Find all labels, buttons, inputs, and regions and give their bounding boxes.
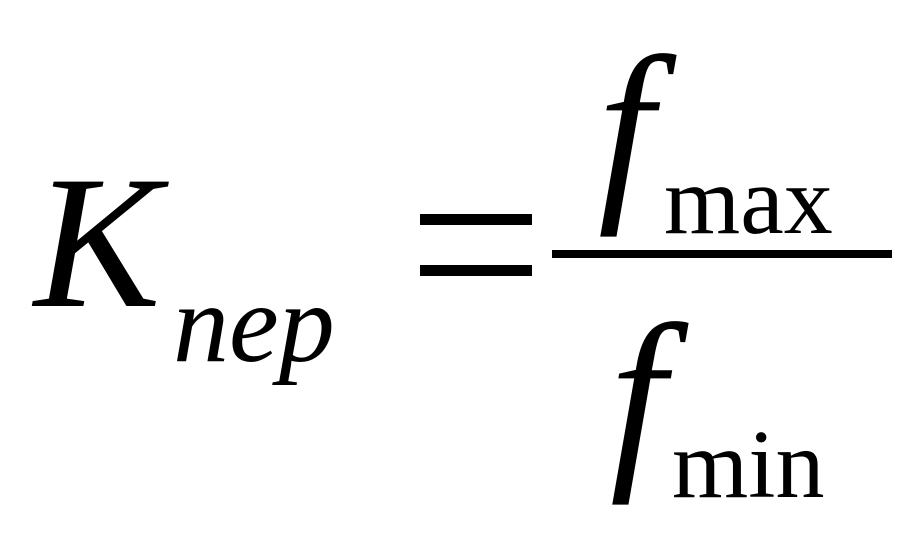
fraction-bar — [552, 250, 892, 258]
equals-bar-top — [420, 214, 532, 225]
denominator-subscript: min — [672, 411, 825, 519]
denominator-symbol: f — [610, 285, 666, 506]
numerator-subscript: max — [664, 147, 833, 255]
lhs-symbol: K — [34, 138, 161, 348]
equals-bar-bottom — [420, 265, 532, 276]
numerator-symbol: f — [598, 17, 654, 238]
lhs-subscript: nep — [173, 262, 335, 386]
